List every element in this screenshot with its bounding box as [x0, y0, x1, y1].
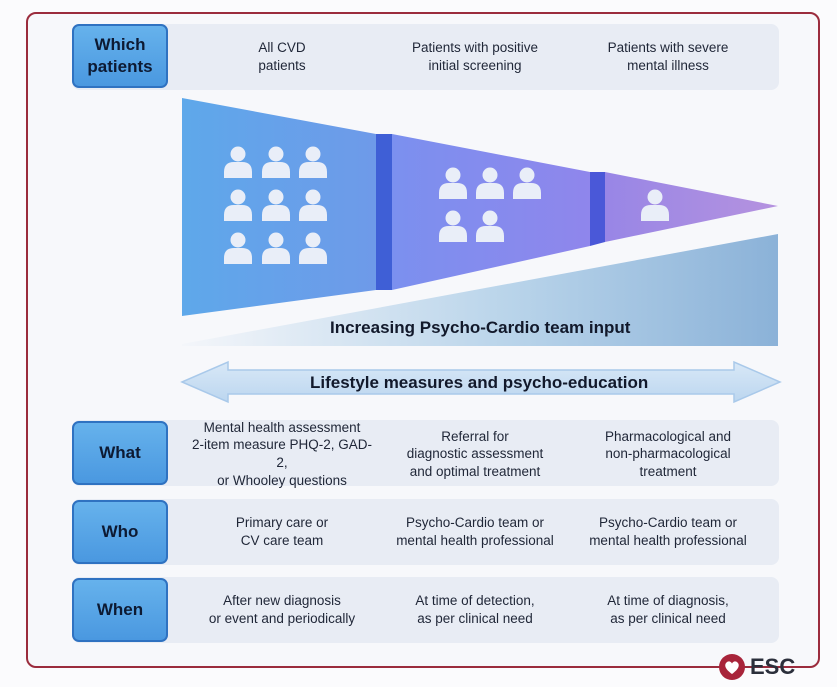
what-cell-2: Referral for diagnostic assessment and o… [406, 428, 544, 479]
who-cell-2: Psycho-Cardio team or mental health prof… [396, 515, 554, 548]
patient-icon [641, 189, 669, 221]
patient-icon [299, 189, 327, 221]
team-input-triangle [182, 234, 778, 346]
esc-logo: ESC [718, 653, 795, 681]
which-cell-1: All CVD patients [258, 40, 306, 73]
when-row [72, 577, 779, 643]
when-cell-2: At time of detection, as per clinical ne… [415, 593, 535, 626]
what-cell-1: Mental health assessment 2-item measure … [191, 419, 373, 488]
patient-icon [224, 146, 252, 178]
who-row [72, 499, 779, 565]
lifestyle-label: Lifestyle measures and psycho-education [310, 373, 649, 392]
patient-icon [439, 210, 467, 242]
patient-icon [299, 232, 327, 264]
esc-logo-text: ESC [750, 654, 796, 679]
lifestyle-double-arrow [180, 360, 782, 404]
funnel-segment-severe [605, 172, 778, 242]
patient-icon [299, 146, 327, 178]
heart-icon [719, 654, 745, 680]
team-input-label: Increasing Psycho-Cardio team input [330, 318, 631, 337]
which-cell-2: Patients with positive initial screening [411, 40, 539, 73]
which-patients-label: Which patients [72, 24, 168, 88]
patient-icon [476, 167, 504, 199]
who-cell-3: Psycho-Cardio team or mental health prof… [589, 515, 747, 548]
what-row [72, 420, 779, 486]
patient-icon [513, 167, 541, 199]
patient-icon [262, 146, 290, 178]
which-cell-3: Patients with severe mental illness [607, 40, 729, 73]
who-label: Who [72, 500, 168, 564]
which-patients-row [72, 24, 779, 90]
what-label: What [72, 421, 168, 485]
patient-icons [224, 146, 669, 264]
patient-icon [476, 210, 504, 242]
patient-icon [262, 189, 290, 221]
what-cell-3: Pharmacological and non-pharmacological … [604, 428, 732, 479]
when-label: When [72, 578, 168, 642]
patient-icon [224, 232, 252, 264]
who-cell-1: Primary care or CV care team [235, 515, 329, 548]
when-cell-1: After new diagnosis or event and periodi… [208, 593, 356, 626]
patient-icon [224, 189, 252, 221]
patient-icon [439, 167, 467, 199]
patient-funnel-graphic [180, 98, 782, 404]
when-cell-3: At time of diagnosis, as per clinical ne… [607, 593, 729, 626]
patient-icon [262, 232, 290, 264]
